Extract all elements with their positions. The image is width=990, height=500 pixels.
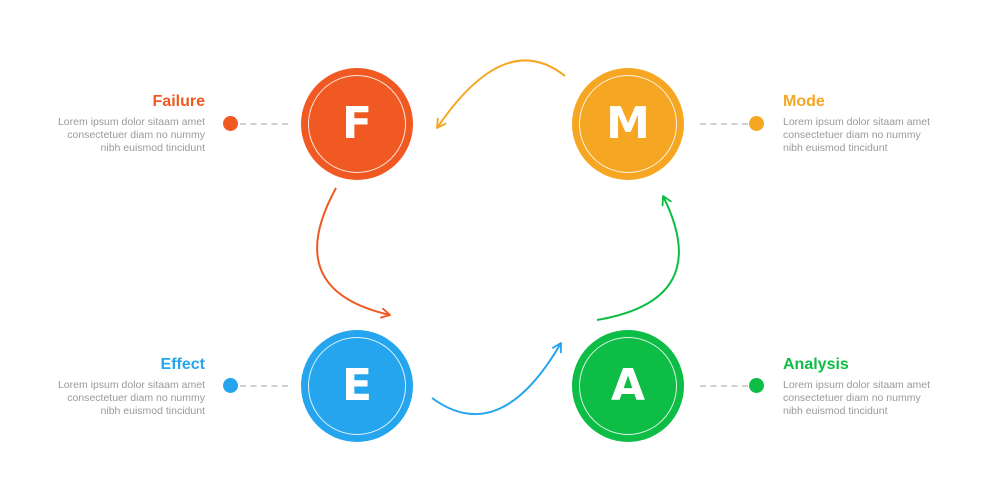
analysis-text-block: Analysis Lorem ipsum dolor sitaam amet c… <box>783 356 953 418</box>
mode-letter: M <box>606 98 650 149</box>
mode-description: Lorem ipsum dolor sitaam amet consectetu… <box>783 116 931 154</box>
analysis-title: Analysis <box>783 356 849 373</box>
mode-connector-dot <box>749 116 764 131</box>
mode-text-block: Mode Lorem ipsum dolor sitaam amet conse… <box>783 93 953 155</box>
mode-title: Mode <box>783 93 825 110</box>
failure-circle: F <box>301 68 413 180</box>
mode-connector-line <box>700 123 748 125</box>
effect-connector-line <box>240 385 288 387</box>
analysis-circle: A <box>572 330 684 442</box>
failure-text-block: Failure Lorem ipsum dolor sitaam amet co… <box>35 93 205 155</box>
effect-letter: E <box>341 360 373 411</box>
analysis-connector-line <box>700 385 748 387</box>
effect-title: Effect <box>160 356 205 373</box>
effect-text-block: Effect Lorem ipsum dolor sitaam amet con… <box>35 356 205 418</box>
analysis-description: Lorem ipsum dolor sitaam amet consectetu… <box>783 379 931 417</box>
failure-connector-line <box>240 123 288 125</box>
analysis-connector-dot <box>749 378 764 393</box>
arrow-failure-to-effect <box>316 187 391 319</box>
effect-connector-dot <box>223 378 238 393</box>
mode-circle: M <box>572 68 684 180</box>
failure-letter: F <box>341 98 373 149</box>
arrow-analysis-to-mode <box>596 195 680 321</box>
arrow-effect-to-analysis <box>431 342 562 415</box>
failure-connector-dot <box>223 116 238 131</box>
effect-circle: E <box>301 330 413 442</box>
arrow-mode-to-failure <box>436 59 566 129</box>
failure-title: Failure <box>152 93 205 110</box>
failure-description: Lorem ipsum dolor sitaam amet consectetu… <box>57 116 205 154</box>
effect-description: Lorem ipsum dolor sitaam amet consectetu… <box>57 379 205 417</box>
analysis-letter: A <box>610 360 646 411</box>
